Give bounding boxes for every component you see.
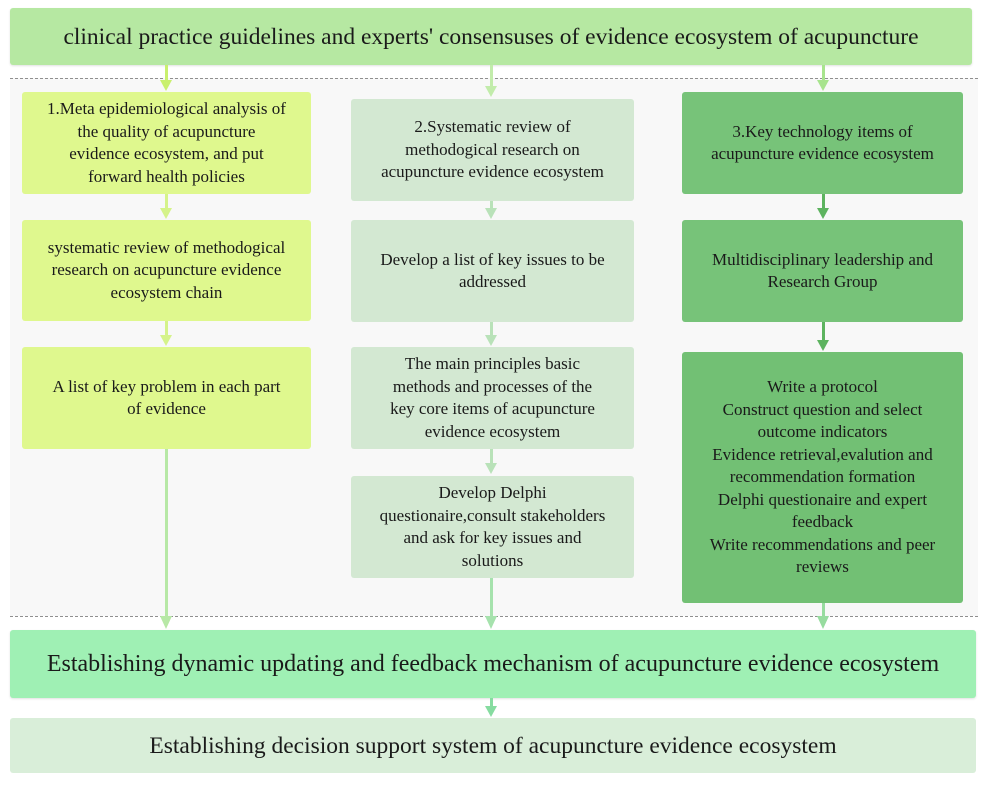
col2-step3-text: The main principles basic methods and pr… bbox=[390, 354, 595, 441]
col2-arrow-1-head bbox=[485, 208, 497, 219]
col2-step2-text: Develop a list of key issues to be addre… bbox=[380, 249, 605, 292]
feedback-mechanism-text: Establishing dynamic updating and feedba… bbox=[46, 651, 940, 677]
col3-arrow-1-line bbox=[822, 194, 825, 209]
decision-support-text: Establishing decision support system of … bbox=[149, 732, 837, 759]
col3-arrow-1-head bbox=[817, 208, 829, 219]
col1-step2-text: systematic review of methodogical resear… bbox=[47, 237, 286, 302]
col2-step3: The main principles basic methods and pr… bbox=[351, 347, 634, 449]
col3-arrow-3-line bbox=[822, 603, 825, 616]
col1-step3-text: A list of key problem in each part of ev… bbox=[52, 376, 281, 419]
col3-step2: Multidisciplinary leadership and Researc… bbox=[682, 220, 963, 322]
col3-arrow-top-line bbox=[822, 65, 825, 80]
col2-arrow-4-head bbox=[485, 616, 497, 629]
col2-arrow-top-head bbox=[485, 86, 497, 97]
col2-arrow-4-line bbox=[490, 578, 493, 616]
col1-arrow-3-line bbox=[165, 449, 168, 616]
col3-step2-text: Multidisciplinary leadership and Researc… bbox=[712, 249, 933, 292]
col1-arrow-top-head bbox=[160, 80, 172, 91]
col1-arrow-3-head bbox=[160, 616, 172, 629]
col3-step1-text: 3.Key technology items of acupuncture ev… bbox=[711, 121, 934, 164]
col1-step1-text: 1.Meta epidemiological analysis of the q… bbox=[47, 99, 286, 186]
col1-arrow-1-head bbox=[160, 208, 172, 219]
col2-arrow-2-head bbox=[485, 335, 497, 346]
col1-step2: systematic review of methodogical resear… bbox=[22, 220, 311, 321]
col3-arrow-top-head bbox=[817, 80, 829, 91]
col2-step2: Develop a list of key issues to be addre… bbox=[351, 220, 634, 322]
decision-support-banner: Establishing decision support system of … bbox=[10, 718, 976, 773]
col2-arrow-3-head bbox=[485, 463, 497, 474]
col1-arrow-1-line bbox=[165, 194, 168, 209]
col1-arrow-2-head bbox=[160, 335, 172, 346]
mid-to-bottom-arrow-line bbox=[490, 698, 493, 706]
col3-arrow-3-head bbox=[817, 616, 829, 629]
divider-top bbox=[10, 78, 978, 79]
col1-arrow-top-line bbox=[165, 65, 168, 80]
col2-arrow-2-line bbox=[490, 322, 493, 336]
col2-arrow-top-line bbox=[490, 65, 493, 87]
guidelines-banner: clinical practice guidelines and experts… bbox=[10, 8, 972, 65]
col1-arrow-2-line bbox=[165, 321, 168, 336]
col3-step3-text: Write a protocol Construct question and … bbox=[709, 377, 936, 577]
col3-arrow-2-line bbox=[822, 322, 825, 341]
col3-step1: 3.Key technology items of acupuncture ev… bbox=[682, 92, 963, 194]
col3-step3: Write a protocol Construct question and … bbox=[682, 352, 963, 603]
guidelines-banner-text: clinical practice guidelines and experts… bbox=[63, 23, 919, 50]
col1-step1: 1.Meta epidemiological analysis of the q… bbox=[22, 92, 311, 194]
col3-arrow-2-head bbox=[817, 340, 829, 351]
col2-step1: 2.Systematic review of methodogical rese… bbox=[351, 99, 634, 201]
col2-step1-text: 2.Systematic review of methodogical rese… bbox=[381, 117, 604, 182]
col1-step3: A list of key problem in each part of ev… bbox=[22, 347, 311, 449]
feedback-mechanism-banner: Establishing dynamic updating and feedba… bbox=[10, 630, 976, 698]
col2-step4-text: Develop Delphi questionaire,consult stak… bbox=[379, 483, 606, 570]
col2-arrow-1-line bbox=[490, 201, 493, 209]
col2-arrow-3-line bbox=[490, 449, 493, 464]
mid-to-bottom-arrow-head bbox=[485, 706, 497, 717]
col2-step4: Develop Delphi questionaire,consult stak… bbox=[351, 476, 634, 578]
